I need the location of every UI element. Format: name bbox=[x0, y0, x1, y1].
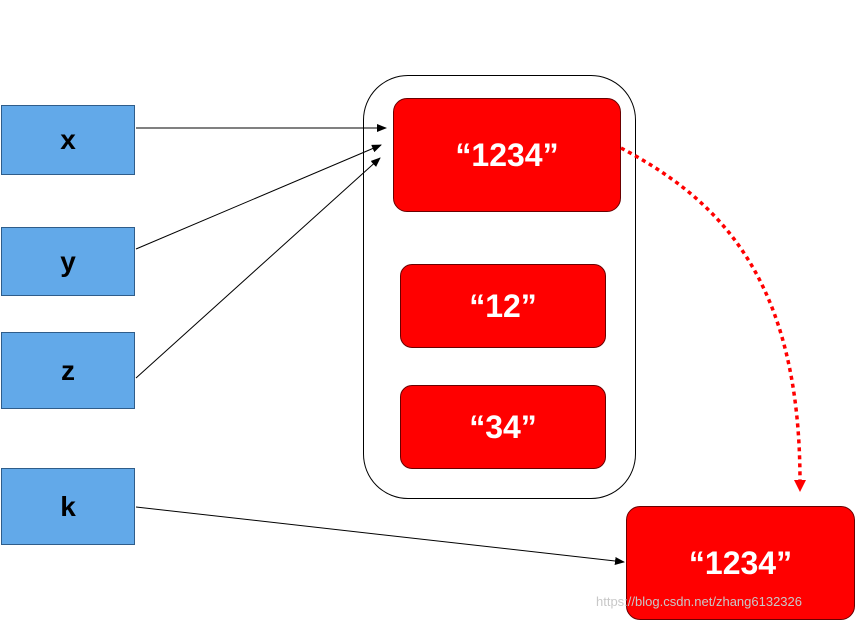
variable-label-z: z bbox=[61, 354, 75, 386]
copy-arrow-head bbox=[794, 480, 806, 492]
arrow-k-to-heap-1234 bbox=[135, 506, 625, 565]
variable-box-z: z bbox=[1, 332, 135, 409]
variable-box-k: k bbox=[1, 468, 135, 545]
heap-string-1234-label: “1234” bbox=[688, 544, 793, 581]
heap-string-1234: “1234” bbox=[626, 506, 855, 620]
variable-box-y: y bbox=[1, 227, 135, 296]
copy-arrow-dotted bbox=[620, 146, 802, 483]
arrow-z-to-1234 bbox=[135, 157, 381, 379]
arrow-y-to-1234 bbox=[135, 144, 382, 250]
variable-label-k: k bbox=[60, 490, 76, 522]
pool-string-34-label: “34” bbox=[469, 408, 537, 445]
variable-label-x: x bbox=[60, 124, 76, 155]
watermark: https://blog.csdn.net/zhang6132326 bbox=[596, 594, 802, 609]
pool-string-12-label: “12” bbox=[469, 287, 537, 324]
string-pool-container bbox=[363, 75, 636, 499]
pool-string-34: “34” bbox=[400, 385, 606, 469]
pool-string-1234-label: “1234” bbox=[455, 136, 559, 173]
variable-label-y: y bbox=[60, 245, 76, 277]
pool-string-1234: “1234” bbox=[393, 98, 621, 212]
variable-box-x: x bbox=[1, 105, 135, 175]
pool-string-12: “12” bbox=[400, 264, 606, 348]
